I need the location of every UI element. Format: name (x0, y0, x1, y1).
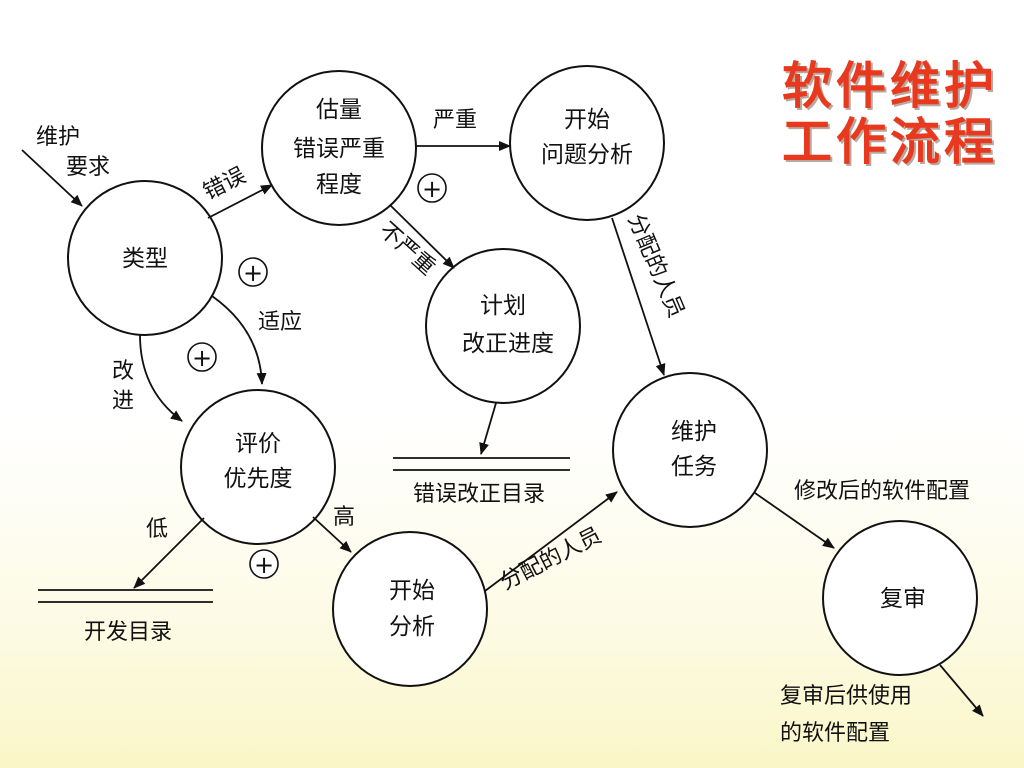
arrow-error (207, 184, 273, 219)
label-assigned-staff-1: 分配的人员 (622, 211, 688, 322)
title-line-1: 软件维护 (782, 56, 998, 115)
label-improve-line-1: 改 (112, 359, 134, 384)
svg-text:+: + (243, 259, 263, 287)
store-dev-dir-label: 开发目录 (84, 620, 172, 645)
node-evaluate-line-1: 评价 (235, 431, 281, 457)
arrow-not-severe (389, 204, 455, 269)
node-start-problem-line-1: 开始 (564, 107, 610, 133)
svg-text:+: + (192, 344, 212, 372)
label-improve-line-2: 进 (112, 389, 134, 414)
store-error-dir-label: 错误改正目录 (413, 482, 545, 507)
arrow-improve (139, 334, 183, 422)
node-start-analysis-line-1: 开始 (389, 578, 435, 604)
node-maintain-task-line-1: 维护 (671, 419, 717, 445)
label-error: 错误 (199, 163, 250, 205)
svg-text:+: + (254, 551, 274, 579)
label-input-line-1: 维护 (36, 125, 80, 150)
node-evaluate-circle (180, 389, 336, 545)
node-estimate-line-3: 程度 (316, 172, 362, 198)
label-low: 低 (146, 517, 168, 542)
node-maintain-task-circle (612, 372, 768, 528)
node-plan-circle (425, 248, 581, 404)
node-maintain-task-line-2: 任务 (671, 454, 717, 480)
node-plan-line-1: 计划 (480, 293, 526, 319)
label-adapt: 适应 (258, 310, 302, 335)
arrow-adapt (211, 295, 267, 385)
plus-junction: + (238, 257, 268, 287)
node-type-label: 类型 (122, 246, 168, 272)
arrow-assigned-staff-1 (611, 217, 666, 376)
node-estimate-line-2: 错误严重 (293, 136, 385, 162)
node-start-analysis-line-2: 分析 (389, 614, 435, 640)
node-start-analysis-circle (332, 531, 488, 687)
node-plan-line-2: 改正进度 (462, 331, 554, 357)
node-review-label: 复审 (880, 586, 926, 612)
arrow-high (312, 516, 352, 553)
node-estimate-line-1: 估量 (316, 97, 362, 123)
plus-junction: + (249, 549, 279, 579)
arrow-low (133, 517, 205, 589)
label-modified-config: 修改后的软件配置 (794, 479, 970, 504)
node-estimate-circle (261, 70, 417, 226)
label-high: 高 (333, 505, 355, 530)
arrow-input (21, 149, 83, 207)
label-input-line-2: 要求 (66, 155, 110, 180)
label-final-line-1: 复审后供使用 (780, 684, 912, 709)
node-review-circle (822, 520, 978, 676)
arrow-plan-to-store (479, 402, 497, 455)
arrow-modified-config (754, 492, 835, 549)
node-type-circle (67, 180, 223, 336)
plus-junction: + (417, 173, 447, 203)
label-final-line-2: 的软件配置 (780, 721, 890, 746)
arrow-output (939, 664, 984, 717)
node-evaluate-line-2: 优先度 (224, 466, 293, 492)
title-line-2: 工作流程 (782, 112, 998, 171)
label-assigned-staff-2: 分配的人员 (496, 523, 605, 595)
label-severe: 严重 (433, 108, 477, 133)
label-not-severe: 不严重 (374, 218, 440, 281)
node-start-problem-line-2: 问题分析 (541, 142, 633, 168)
plus-junction: + (187, 342, 217, 372)
svg-text:+: + (422, 175, 442, 203)
arrow-assigned-staff-2 (484, 491, 618, 592)
slide-title: 软件维护 工作流程 (782, 58, 1002, 170)
